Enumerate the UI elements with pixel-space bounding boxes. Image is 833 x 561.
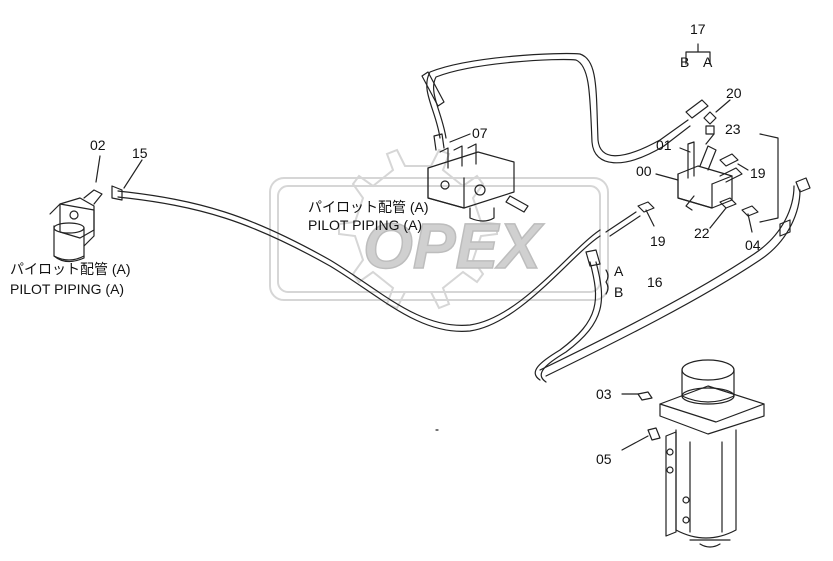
callout-19-right: 19 bbox=[750, 165, 766, 181]
callout-05: 05 bbox=[596, 451, 612, 467]
callout-03: 03 bbox=[596, 386, 612, 402]
callout-17-b: B bbox=[680, 54, 690, 70]
callout-07: 07 bbox=[472, 125, 488, 141]
caption-center-en: PILOT PIPING (A) bbox=[308, 217, 423, 233]
watermark-text: OPEX bbox=[363, 210, 544, 282]
callout-20: 20 bbox=[726, 85, 742, 101]
fitting-19-right bbox=[719, 153, 739, 167]
pilot-filter-left bbox=[49, 189, 103, 263]
callout-01: 01 bbox=[656, 137, 672, 153]
callout-17-a: A bbox=[703, 54, 713, 70]
caption-center-jp: パイロット配管 (A) bbox=[308, 199, 429, 215]
hose-15 bbox=[111, 185, 601, 332]
callout-00: 00 bbox=[636, 163, 652, 179]
hose-07-upper bbox=[421, 52, 709, 164]
callout-17: 17 bbox=[690, 21, 706, 37]
hose-16 bbox=[534, 177, 811, 383]
pilot-valve-center bbox=[427, 133, 529, 222]
fitting-05 bbox=[647, 427, 661, 441]
callout-23: 23 bbox=[725, 121, 741, 137]
callout-19-left: 19 bbox=[650, 233, 666, 249]
swivel-joint bbox=[659, 359, 765, 548]
callout-04: 04 bbox=[745, 237, 761, 253]
callout-02: 02 bbox=[90, 137, 106, 153]
caption-left-en: PILOT PIPING (A) bbox=[10, 281, 125, 297]
callout-16: 16 bbox=[647, 274, 663, 290]
caption-left-jp: パイロット配管 (A) bbox=[10, 261, 131, 277]
callout-15: 15 bbox=[132, 145, 148, 161]
callout-16-b: B bbox=[614, 284, 624, 300]
fitting-04 bbox=[741, 205, 759, 217]
valve-block-00 bbox=[677, 141, 743, 211]
callout-16-a: A bbox=[614, 263, 624, 279]
fitting-19-left bbox=[637, 201, 655, 213]
callout-22: 22 bbox=[694, 225, 710, 241]
fitting-22 bbox=[719, 197, 737, 209]
fitting-03 bbox=[637, 391, 653, 401]
